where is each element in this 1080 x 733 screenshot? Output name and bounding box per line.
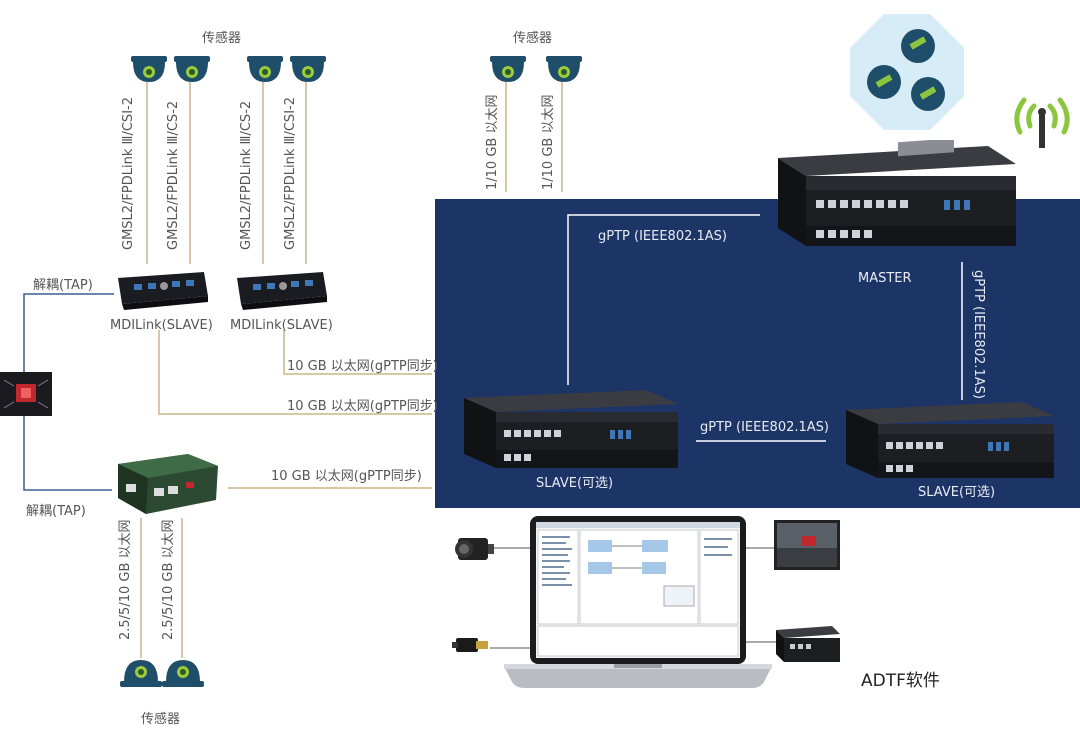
laptop-adtf-icon (504, 516, 772, 688)
sensor-group-label: 传感器 (202, 31, 242, 46)
tap-label: 解耦(TAP) (26, 504, 86, 519)
camera-sensor-icon (247, 56, 283, 82)
camera-sensor-icon (131, 56, 167, 82)
mdilink-device-icon (118, 272, 208, 310)
dome-sensor-icon (120, 660, 162, 687)
sensor-group-label: 传感器 (513, 31, 553, 46)
slave-label: SLAVE(可选) (536, 476, 614, 491)
dome-sensor-icon (162, 660, 204, 687)
gnss-satellites-icon (850, 14, 964, 130)
software-label: ADTF软件 (861, 671, 940, 691)
cable-label: GMSL2/FPDLink Ⅲ/CS-2 (166, 100, 181, 250)
mdilink-label: MDILink(SLAVE) (110, 318, 213, 333)
tap-device-icon (0, 372, 52, 416)
camera-sensor-icon (546, 56, 582, 82)
slave-unit-icon (464, 390, 678, 468)
cable-label: 1/10 GB 以太网 (485, 94, 500, 190)
gptp-line (567, 214, 760, 385)
gptp-label: gPTP (IEEE802.1AS) (700, 420, 829, 435)
sync-line (283, 330, 432, 375)
cable-label: 1/10 GB 以太网 (541, 94, 556, 190)
cable-label: GMSL2/FPDLink Ⅲ/CSI-2 (283, 97, 298, 250)
gateway-device-icon (118, 454, 218, 514)
cable-label: 2.5/5/10 GB 以太网 (118, 519, 133, 640)
mdilink-label: MDILink(SLAVE) (230, 318, 333, 333)
sensor-group-label: 传感器 (141, 712, 181, 727)
wifi-antenna-icon (1014, 97, 1070, 148)
master-unit-icon (778, 140, 1016, 246)
gptp-label: gPTP (IEEE802.1AS) (971, 270, 986, 399)
gptp-label: gPTP (IEEE802.1AS) (598, 229, 727, 244)
camera-device-icon (455, 538, 494, 560)
camera-sensor-icon (490, 56, 526, 82)
sync-link-label: 10 GB 以太网(gPTP同步) (287, 399, 438, 414)
master-label: MASTER (858, 271, 912, 286)
cable-label: 2.5/5/10 GB 以太网 (161, 519, 176, 640)
video-screen-icon (774, 520, 840, 570)
logger-device-icon (776, 626, 840, 662)
cable-label: GMSL2/FPDLink Ⅲ/CSI-2 (121, 97, 136, 250)
sync-link-label: 10 GB 以太网(gPTP同步) (271, 469, 422, 484)
tap-label: 解耦(TAP) (33, 278, 93, 293)
sync-link-label: 10 GB 以太网(gPTP同步) (287, 359, 438, 374)
mdilink-device-icon (237, 272, 327, 310)
connector-icon (452, 638, 488, 652)
tap-line (23, 293, 114, 372)
slave-unit-icon (846, 402, 1054, 478)
cable-label: GMSL2/FPDLink Ⅲ/CS-2 (239, 100, 254, 250)
tap-line (23, 414, 112, 491)
sync-line (158, 330, 432, 415)
slave-label: SLAVE(可选) (918, 485, 996, 500)
camera-sensor-icon (174, 56, 210, 82)
camera-sensor-icon (290, 56, 326, 82)
